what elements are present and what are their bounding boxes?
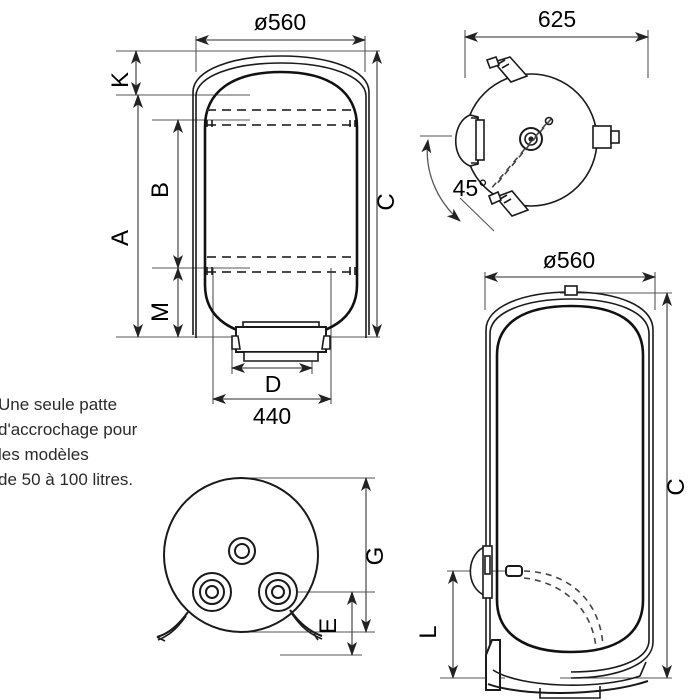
front-foot-right [321, 335, 331, 350]
front-width-base-label: 440 [253, 403, 291, 429]
front-dim-D: D [231, 363, 313, 397]
top-dim-625: 625 [464, 6, 649, 42]
front-label-D: D [265, 371, 282, 397]
side-thermostat-housing [469, 545, 493, 599]
side-dim-diameter-560: ø560 [484, 247, 656, 282]
top-angle-45: 45° [420, 135, 495, 232]
side-tank-outer-casing [485, 291, 654, 690]
top-angle-label: 45° [453, 175, 488, 201]
side-top-nipple [564, 285, 578, 296]
bottom-dim-E: E [315, 591, 357, 656]
front-label-A: A [107, 230, 134, 246]
bottom-label-G: G [362, 547, 389, 566]
top-thermostat-housing [455, 114, 485, 167]
top-axis-45-degrees [489, 118, 552, 191]
view-top-plan: 625 [420, 6, 649, 232]
front-label-B: B [147, 182, 174, 198]
note-line-4: de 50 à 100 litres. [0, 470, 133, 489]
front-dim-C: C [372, 50, 400, 338]
side-dim-C: C [662, 292, 690, 679]
note-line-2: d'accrochage pour [0, 420, 138, 439]
bottom-port-left [192, 572, 232, 612]
view-side-elevation: ø560 [415, 247, 690, 699]
front-dim-diameter-560: ø560 [195, 9, 366, 45]
top-bracket-upper-left [485, 55, 529, 83]
bottom-label-E: E [315, 618, 342, 634]
front-foot-left [231, 335, 241, 350]
front-tank-outer-casing [192, 55, 370, 338]
bottom-port-center [228, 537, 256, 565]
side-diameter-label: ø560 [543, 247, 595, 273]
top-center-hub [519, 127, 543, 151]
front-control-box-and-feet [231, 321, 331, 362]
front-dim-B: B [147, 119, 183, 269]
bottom-tank-circle [163, 477, 319, 633]
front-dim-440: 440 [212, 394, 332, 429]
front-dim-K: K [107, 50, 141, 96]
front-mounting-band-lower [206, 256, 356, 275]
view-bottom-plan: G E [156, 477, 389, 656]
note-block: Une seule patte d'accrochage pour les mo… [0, 395, 138, 489]
side-tank-inner-vessel [495, 304, 645, 654]
top-bracket-lower-left [487, 190, 530, 217]
note-line-1: Une seule patte [0, 395, 117, 414]
top-right-tab [592, 125, 620, 149]
top-width-label: 625 [538, 6, 576, 32]
side-label-C: C [663, 478, 690, 495]
side-dim-L: L [415, 570, 458, 679]
front-label-C: C [373, 193, 400, 210]
side-base-skirt [485, 639, 649, 699]
front-dim-M: M [147, 267, 183, 338]
front-label-K: K [107, 72, 134, 88]
bottom-dim-G: G [361, 477, 389, 633]
side-heater-element [505, 565, 604, 649]
side-label-L: L [415, 625, 442, 638]
bottom-feet [156, 609, 323, 642]
bottom-port-right [258, 572, 298, 612]
view-front-elevation: ø560 [107, 9, 400, 429]
front-mounting-band-upper [206, 109, 356, 127]
note-line-3: les modèles [0, 445, 89, 464]
front-label-M: M [147, 302, 174, 322]
front-diameter-label: ø560 [254, 9, 306, 35]
front-dim-A: A [107, 94, 143, 338]
